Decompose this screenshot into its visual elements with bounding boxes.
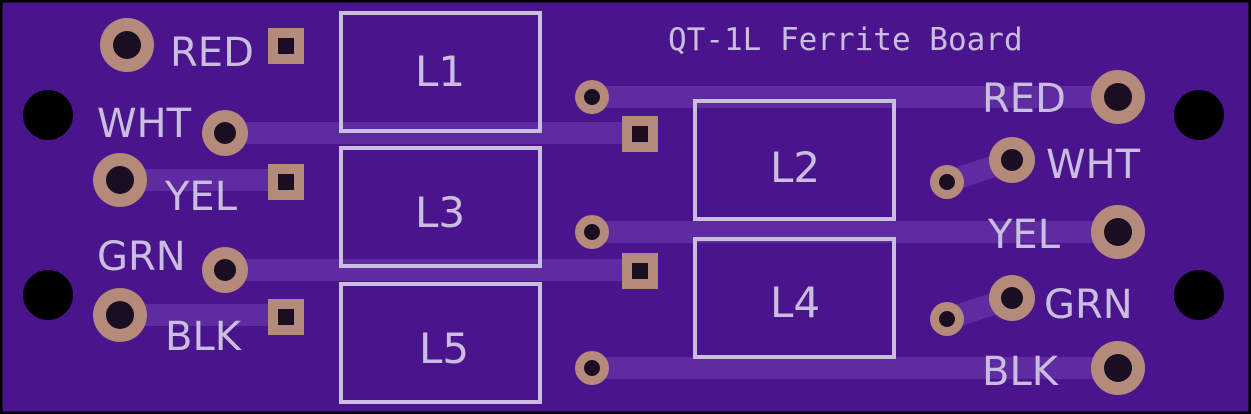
round-pads [202,110,1035,321]
inductor-l2-outline [693,99,896,221]
label-left-blk: BLK [165,314,243,360]
pad-hole [214,122,236,144]
mount-hole [23,270,73,320]
right-wire-pads [1091,70,1145,395]
pad-hole [939,174,955,190]
pad-hole [1104,83,1132,111]
mount-hole [1174,90,1224,140]
inductor-l1-outline [339,11,542,133]
pad-hole [214,259,236,281]
pad-hole [632,263,648,279]
label-left-red: RED [170,30,254,76]
board-title: QT-1L Ferrite Board [668,22,1023,58]
inductor-l3-label: L3 [415,188,465,237]
label-right-wht: WHT [1046,142,1141,188]
square-pads [268,28,658,335]
pad-hole [1104,354,1132,382]
inductor-l3-outline [339,146,542,268]
inductor-l1-label: L1 [415,47,465,96]
pad-hole [1001,149,1023,171]
label-left-wht: WHT [97,101,192,147]
inductor-l5-label: L5 [419,324,469,373]
small-round-pads [575,80,964,385]
pad-hole [584,360,600,376]
pad-hole [106,301,134,329]
inductor-l4-outline [693,237,896,359]
pad-hole [278,309,294,325]
inductor-l2-label: L2 [770,143,820,192]
mounting-holes [23,90,1224,320]
mount-hole [1174,270,1224,320]
pad-hole [584,224,600,240]
left-wire-pads [93,18,154,342]
pad-hole [939,311,955,327]
label-right-grn: GRN [1044,282,1133,328]
inductor-l5-outline [339,282,542,404]
label-right-yel: YEL [987,212,1061,258]
pad-hole [106,166,134,194]
pad-hole [113,31,141,59]
pad-hole [278,38,294,54]
label-right-blk: BLK [982,349,1060,395]
pad-hole [584,89,600,105]
label-right-red: RED [982,76,1066,122]
pad-hole [1104,218,1132,246]
inductor-l4-label: L4 [770,278,820,327]
mount-hole [23,90,73,140]
inductor-outlines [339,11,896,404]
pad-hole [1001,287,1023,309]
pad-hole [278,174,294,190]
pad-hole [632,126,648,142]
label-left-yel: YEL [164,174,238,220]
label-left-grn: GRN [97,234,186,280]
